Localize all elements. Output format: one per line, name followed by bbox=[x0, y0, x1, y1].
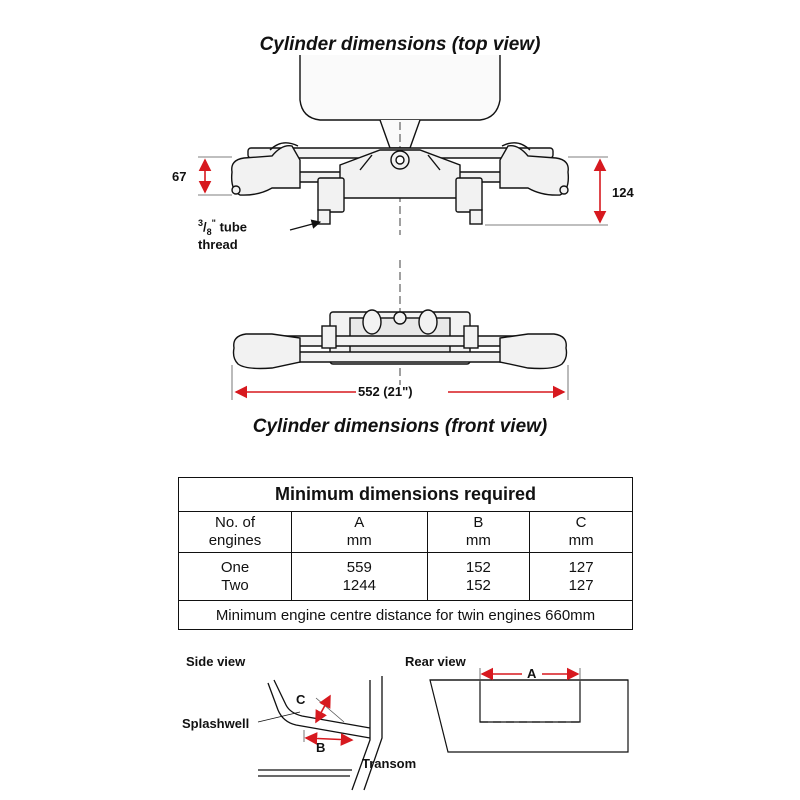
header-b-line1: B bbox=[473, 514, 484, 531]
rear-view-dimension bbox=[479, 667, 581, 682]
side-view-drawing bbox=[257, 676, 383, 791]
tube-thread-unit: " bbox=[211, 218, 216, 228]
cell-engines-two: Two bbox=[221, 576, 249, 594]
tube-thread-fraction-num: 3 bbox=[198, 218, 204, 228]
front-view-dimension bbox=[231, 365, 569, 400]
header-engines-line1: No. of bbox=[214, 514, 256, 531]
front-view-drawing bbox=[232, 309, 568, 370]
dim-67-label: 67 bbox=[172, 169, 187, 184]
header-c-line1: C bbox=[575, 514, 587, 531]
rear-view-title: Rear view bbox=[405, 654, 466, 669]
table-title: Minimum dimensions required bbox=[178, 477, 633, 512]
side-view-dimensions bbox=[303, 694, 354, 746]
cell-b-two: 152 bbox=[465, 576, 491, 594]
front-view-heading: Cylinder dimensions (front view) bbox=[252, 416, 548, 437]
side-view-title: Side view bbox=[186, 654, 246, 669]
header-a-line2: mm bbox=[346, 532, 372, 549]
header-engines-line2: engines bbox=[208, 532, 262, 549]
cell-engines-one: One bbox=[220, 558, 250, 576]
rear-view-label-a: A bbox=[527, 666, 537, 681]
tube-thread-line1: tube bbox=[219, 219, 248, 235]
cell-c-two: 127 bbox=[568, 576, 594, 594]
side-view-label-c: C bbox=[296, 692, 306, 707]
dim-124-label: 124 bbox=[612, 185, 634, 200]
tube-thread-leader bbox=[289, 219, 322, 231]
dim-552-label: 552 (21") bbox=[358, 384, 413, 399]
header-b-line2: mm bbox=[465, 532, 491, 549]
side-view-label-b: B bbox=[316, 740, 326, 755]
splashwell-label: Splashwell bbox=[182, 716, 250, 731]
top-view-dimensions bbox=[198, 156, 608, 226]
header-c-line2: mm bbox=[568, 532, 594, 549]
tube-thread-fraction-den: 8 bbox=[206, 226, 212, 237]
tube-thread-label: 3/8" tube bbox=[198, 218, 248, 237]
top-view-heading: Cylinder dimensions (top view) bbox=[259, 34, 541, 55]
table-footer: Minimum engine centre distance for twin … bbox=[178, 600, 633, 630]
tube-thread-line2: thread bbox=[198, 237, 238, 252]
header-a-line1: A bbox=[354, 514, 365, 531]
cell-a-one: 559 bbox=[346, 558, 372, 576]
cell-a-two: 1244 bbox=[342, 576, 376, 594]
top-view-drawing bbox=[230, 55, 570, 235]
cell-b-one: 152 bbox=[465, 558, 491, 576]
cell-c-one: 127 bbox=[568, 558, 594, 576]
transom-label: Transom bbox=[362, 756, 417, 771]
rear-view-drawing bbox=[429, 679, 629, 753]
